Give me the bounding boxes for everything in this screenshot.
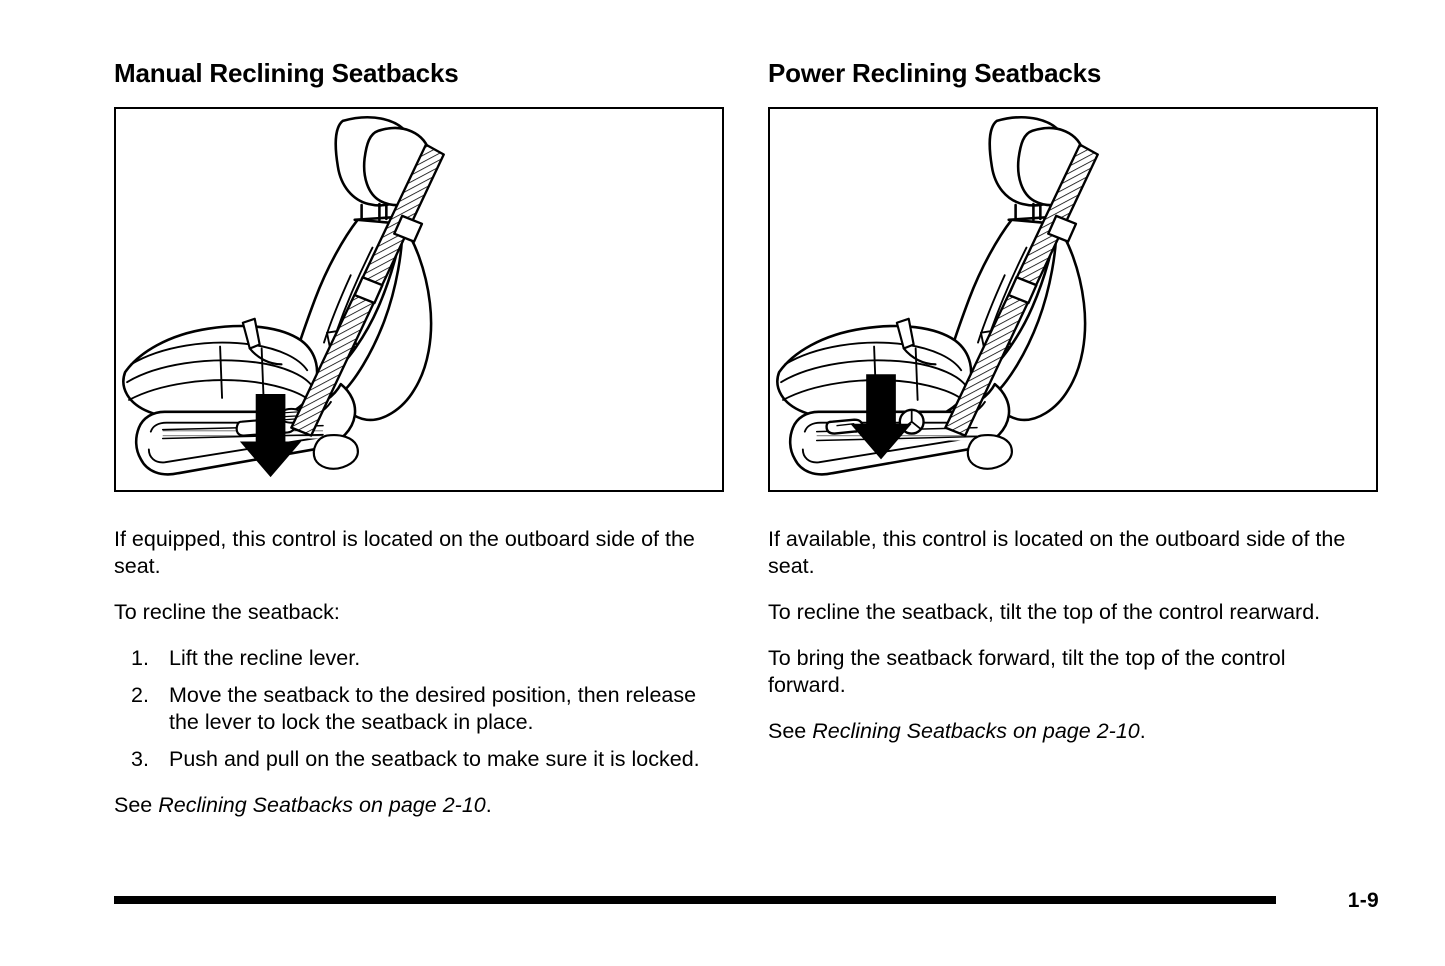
paragraph-to-recline: To recline the seatback:: [114, 600, 340, 624]
list-item: 3. Push and pull on the seatback to make…: [114, 746, 728, 773]
seat-belt-webbing: [290, 143, 445, 437]
recline-steps-list: 1. Lift the recline lever. 2. Move the s…: [114, 645, 728, 773]
right-body-text: If available, this control is located on…: [768, 526, 1382, 745]
cross-reference-link[interactable]: Reclining Seatbacks on page 2-10: [812, 719, 1140, 743]
cross-reference-lead: See: [114, 793, 159, 817]
cross-reference-lead: See: [768, 719, 813, 743]
paragraph-if-available: If available, this control is located on…: [768, 527, 1346, 578]
seat-outline-group: [776, 116, 1087, 476]
left-column: Manual Reclining Seatbacks: [114, 60, 728, 819]
step-number: 3.: [131, 747, 149, 771]
manual-reclining-seat-illustration: [114, 107, 724, 492]
right-column: Power Reclining Seatbacks: [768, 60, 1382, 745]
left-body-text: If equipped, this control is located on …: [114, 526, 728, 819]
list-item: 2. Move the seatback to the desired posi…: [114, 682, 728, 736]
paragraph-recline-rearward: To recline the seatback, tilt the top of…: [768, 600, 1321, 624]
paragraph-bring-forward: To bring the seatback forward, tilt the …: [768, 646, 1286, 697]
down-arrow-indicator: [239, 394, 302, 478]
down-arrow-indicator: [850, 374, 912, 460]
step-number: 2.: [131, 683, 149, 707]
seat-outline-group: [122, 116, 433, 476]
step-text: Push and pull on the seatback to make su…: [169, 747, 700, 771]
cross-reference-right: See Reclining Seatbacks on page 2-10.: [768, 718, 1368, 745]
paragraph-if-equipped: If equipped, this control is located on …: [114, 527, 695, 578]
cross-reference-link[interactable]: Reclining Seatbacks on page 2-10: [158, 793, 486, 817]
step-text: Lift the recline lever.: [169, 646, 361, 670]
power-reclining-seat-illustration: [768, 107, 1378, 492]
page-title-manual-reclining-seatbacks: Manual Reclining Seatbacks: [114, 58, 459, 88]
footer-rule: [114, 896, 1276, 904]
page-title-power-reclining-seatbacks: Power Reclining Seatbacks: [768, 58, 1102, 88]
seat-belt-webbing: [944, 143, 1099, 437]
cross-reference-trail: .: [485, 793, 492, 817]
cross-reference-trail: .: [1139, 719, 1146, 743]
list-item: 1. Lift the recline lever.: [114, 645, 728, 672]
step-number: 1.: [131, 646, 149, 670]
step-text: Move the seatback to the desired positio…: [169, 683, 697, 734]
page-number: 1-9: [1347, 889, 1379, 912]
cross-reference-left: See Reclining Seatbacks on page 2-10.: [114, 792, 714, 819]
